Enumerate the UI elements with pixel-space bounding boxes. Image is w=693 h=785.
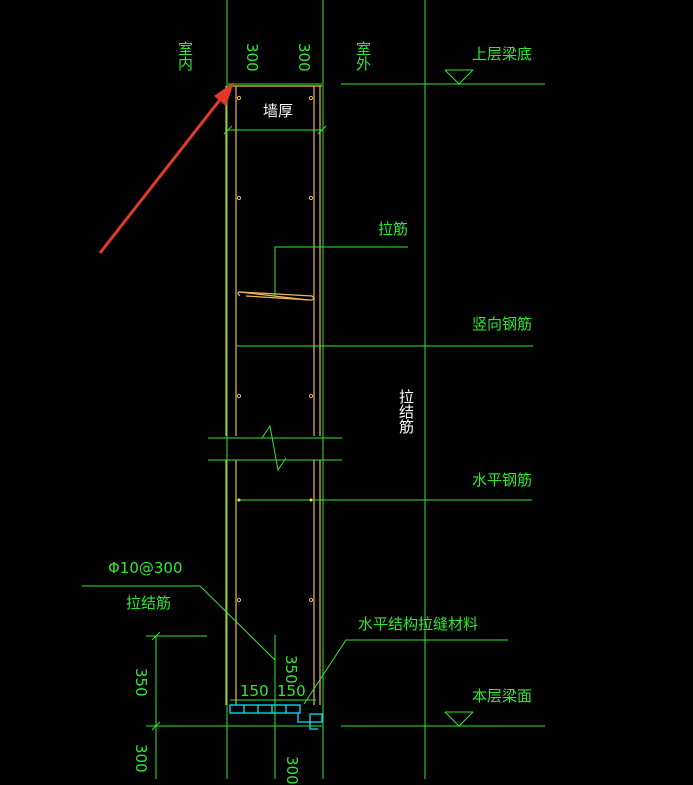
label-horizontal-joint-material: 水平结构拉缝材料	[358, 615, 479, 633]
label-upper-beam-bottom: 上层梁底	[472, 45, 533, 63]
rebar-spec-leader	[82, 585, 276, 661]
label-dim-350-left: 350	[132, 668, 150, 697]
tie-bar-leader	[274, 246, 408, 296]
joint-detail	[229, 704, 323, 730]
label-dim-300-bottom-mid: 300	[283, 756, 301, 785]
label-outdoor: 室外	[354, 41, 372, 71]
current-beam-level-mark	[444, 711, 474, 727]
label-dim-300-a: 300	[243, 43, 261, 72]
rebar-dots	[236, 95, 314, 603]
joint-material-leader	[303, 639, 508, 705]
red-arrow	[98, 82, 234, 254]
label-dim-300-bottom: 300	[132, 744, 150, 773]
label-rebar-spec: Φ10@300	[108, 559, 183, 577]
label-dim-350-mid: 350	[282, 655, 300, 684]
tie-bar-hook	[237, 291, 315, 301]
label-tie-structure-bar: 拉结筋	[126, 594, 172, 612]
label-tie-bar: 拉筋	[378, 220, 409, 238]
wall-thickness-tick-right	[317, 125, 327, 135]
label-dim-150-b: 150	[277, 682, 306, 700]
dim-350-tick-top	[151, 631, 161, 641]
label-dim-150-a: 150	[240, 682, 269, 700]
label-indoor: 室内	[176, 41, 194, 71]
label-wall-thickness: 墙厚	[263, 102, 294, 120]
label-current-beam-top: 本层梁面	[472, 687, 533, 705]
label-dim-300-b: 300	[295, 43, 313, 72]
break-symbol	[208, 424, 342, 472]
wall-outline	[225, 85, 322, 705]
dim-350-tick-bottom	[151, 721, 161, 731]
label-tie-joint-vertical: 拉结筋	[397, 389, 415, 434]
label-vertical-rebar: 竖向钢筋	[472, 315, 533, 333]
horizontal-rebar-dots	[237, 498, 313, 502]
wall-thickness-tick-left	[223, 125, 233, 135]
upper-beam-level-mark	[444, 69, 474, 85]
label-horizontal-rebar: 水平钢筋	[472, 471, 533, 489]
